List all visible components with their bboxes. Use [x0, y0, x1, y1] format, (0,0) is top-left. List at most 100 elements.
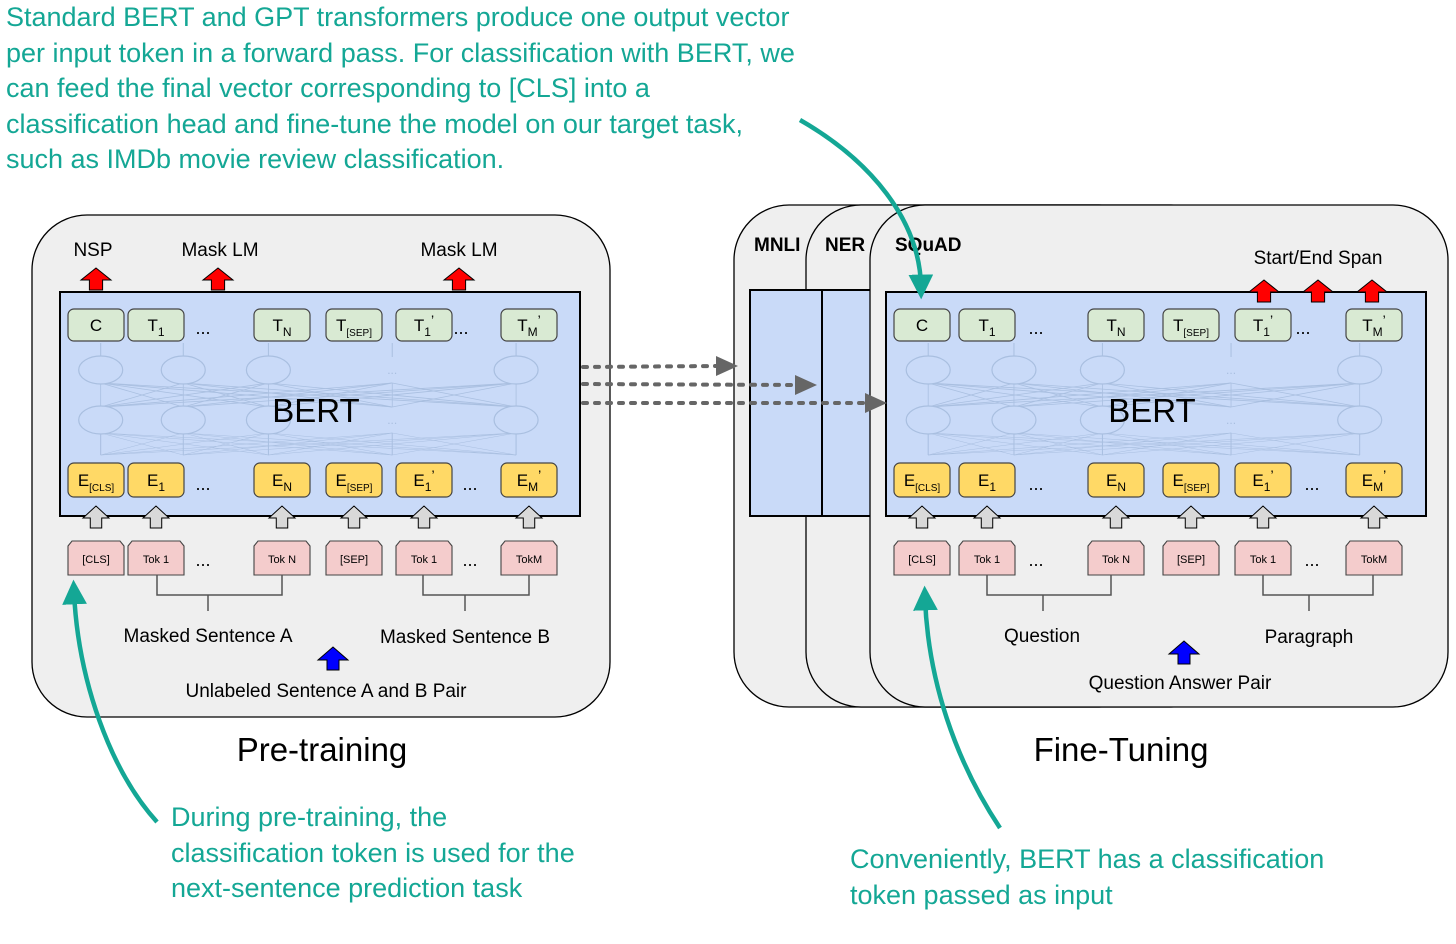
ft-input-arrow-3: [1176, 505, 1206, 529]
svg-text:...: ...: [1226, 363, 1236, 377]
ft-input-token-0: [CLS]: [893, 540, 951, 576]
ft-output-token-4-prime: ’: [1270, 312, 1273, 328]
ft-embedding-0-sub: [CLS]: [915, 483, 940, 494]
svg-text:E[SEP]: E[SEP]: [1173, 471, 1210, 494]
ft-embedding-5-main: E: [1362, 471, 1373, 490]
pt-output-arrow-0: [79, 267, 113, 291]
pt-emb-ellipsis-1: ...: [195, 474, 210, 494]
svg-text:E[CLS]: E[CLS]: [78, 471, 115, 494]
ft-output-token-1-sub: 1: [989, 325, 996, 339]
pt-in-ellipsis-1: ...: [195, 550, 210, 570]
transfer-arrows: [581, 356, 887, 413]
pt-output-token-5-sub: M: [528, 325, 538, 339]
question-label: Question: [1004, 626, 1080, 647]
ft-output-token-0: C: [893, 308, 951, 342]
pt-output-token-1-sub: 1: [158, 325, 165, 339]
pt-embedding-1-sub: 1: [158, 480, 165, 494]
pt-output-token-1-main: T: [147, 316, 157, 335]
svg-text:TM’: TM’: [517, 312, 541, 339]
svg-text:T1: T1: [978, 316, 995, 339]
ft-output-token-0-main: C: [916, 316, 928, 335]
pretraining-input-arrows: [81, 505, 544, 529]
ft-input-arrow-0: [907, 505, 937, 529]
svg-text:E1: E1: [147, 471, 165, 494]
pt-input-arrow-1: [141, 505, 171, 529]
pt-embedding-4-prime: ’: [431, 467, 434, 483]
ft-input-token-3-label: [SEP]: [1177, 554, 1205, 566]
pt-output-token-4: T1’: [395, 308, 453, 342]
svg-text:TN: TN: [272, 316, 291, 339]
task-tab-ner: NER: [825, 235, 865, 256]
pt-embedding-0: E[CLS]: [67, 462, 125, 498]
ft-embedding-1: E1: [958, 462, 1016, 498]
annotation-arrow-top: [798, 118, 934, 300]
ft-embedding-0-main: E: [904, 471, 915, 490]
ft-embedding-1-main: E: [978, 471, 989, 490]
pt-output-token-2-main: T: [272, 316, 282, 335]
ft-output-token-2-sub: N: [1117, 325, 1126, 339]
svg-text:EM’: EM’: [517, 467, 541, 494]
ft-input-arrow-2: [1101, 505, 1131, 529]
pretraining-caption: Pre-training: [237, 731, 408, 768]
svg-text:...: ...: [387, 363, 397, 377]
pt-input-token-3: [SEP]: [325, 540, 383, 576]
pt-embedding-3-main: E: [336, 471, 347, 490]
ft-embedding-2-sub: N: [1117, 480, 1126, 494]
ft-input-token-5-label: TokM: [1361, 554, 1387, 566]
ft-embedding-3-main: E: [1173, 471, 1184, 490]
pt-input-token-0: [CLS]: [67, 540, 125, 576]
finetuning-pair-arrow-icon: [1167, 640, 1201, 665]
svg-text:T1: T1: [147, 316, 164, 339]
pt-out-ellipsis-2: ...: [453, 318, 468, 338]
ft-input-token-2: Tok N: [1087, 540, 1145, 576]
svg-text:...: ...: [387, 413, 397, 427]
pt-output-token-2: TN: [253, 308, 311, 342]
ft-embedding-5-prime: ’: [1383, 467, 1386, 483]
masked-sentence-a-label: Masked Sentence A: [124, 626, 293, 647]
paragraph-label: Paragraph: [1265, 627, 1354, 648]
pt-embedding-4: E1’: [395, 462, 453, 498]
annotation-bottom-right: Conveniently, BERT has a classification …: [850, 844, 1325, 910]
finetuning-output-arrows: [1247, 279, 1389, 303]
finetuning-brackets: [986, 575, 1374, 611]
pt-input-token-1: Tok 1: [127, 540, 185, 576]
ft-input-token-4-label: Tok 1: [1250, 554, 1276, 566]
pt-embedding-2-sub: N: [283, 480, 292, 494]
svg-text:E[CLS]: E[CLS]: [904, 471, 941, 494]
ft-output-token-1-main: T: [978, 316, 988, 335]
ft-output-token-4: T1’: [1234, 308, 1292, 342]
ft-out-ellipsis-2: ...: [1295, 318, 1310, 338]
ft-output-arrow-0: [1247, 279, 1281, 303]
ft-out-ellipsis-1: ...: [1028, 318, 1043, 338]
pt-output-token-5-prime: ’: [538, 312, 541, 328]
ft-output-token-3-main: T: [1173, 316, 1183, 335]
annotation-top: Standard BERT and GPT transformers produ…: [6, 2, 795, 174]
pretraining-bert-label: BERT: [272, 392, 359, 429]
ft-embedding-5-sub: M: [1373, 480, 1383, 494]
ft-embedding-3-sub: [SEP]: [1184, 483, 1210, 494]
pt-embedding-2-main: E: [272, 471, 283, 490]
ft-output-token-3: T[SEP]: [1162, 308, 1220, 342]
pt-input-arrow-2: [267, 505, 297, 529]
ft-input-token-4: Tok 1: [1234, 540, 1292, 576]
finetuning-caption: Fine-Tuning: [1034, 731, 1209, 768]
pt-emb-ellipsis-2: ...: [462, 474, 477, 494]
ft-input-token-1-label: Tok 1: [974, 554, 1000, 566]
pt-output-token-5-main: T: [517, 316, 527, 335]
ft-output-arrow-2: [1355, 279, 1389, 303]
svg-text:EN: EN: [1106, 471, 1126, 494]
pretraining-network-graphic: ......: [78, 343, 539, 456]
ft-in-ellipsis-1: ...: [1028, 550, 1043, 570]
masked-sentence-b-label: Masked Sentence B: [380, 627, 550, 648]
pt-out-ellipsis-1: ...: [195, 318, 210, 338]
ft-embedding-3: E[SEP]: [1162, 462, 1220, 498]
pt-embedding-0-sub: [CLS]: [89, 483, 114, 494]
pt-output-arrow-2: [442, 267, 476, 291]
pt-input-arrow-3: [339, 505, 369, 529]
svg-text:T1’: T1’: [414, 312, 434, 339]
pretraining-pair-label: Unlabeled Sentence A and B Pair: [186, 681, 468, 702]
pt-output-token-5: TM’: [500, 308, 558, 342]
ft-output-token-2: TN: [1087, 308, 1145, 342]
